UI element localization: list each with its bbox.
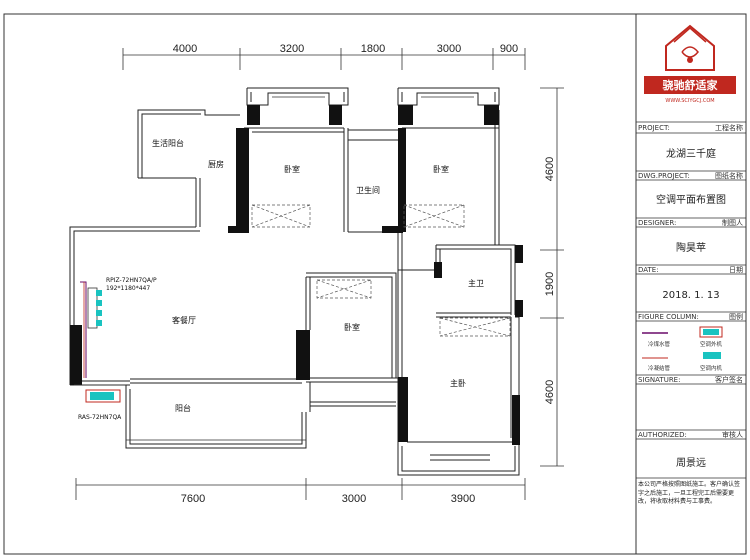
- signature-label: SIGNATURE:: [638, 376, 680, 384]
- top-dim-2: 3200: [280, 43, 304, 55]
- authorized-label: AUTHORIZED:: [638, 431, 687, 439]
- project-label: PROJECT:: [638, 124, 670, 132]
- outdoor-unit-model: RAS-72HN7QA: [78, 414, 122, 421]
- designer-label-cn: 制图人: [722, 218, 743, 227]
- legend-label-outdoor-unit: 空调外机: [700, 340, 723, 348]
- company-logo: 骁驰舒适家 WWW.SCIYGCJ.COM: [644, 24, 736, 104]
- authorized-label-cn: 审核人: [722, 430, 743, 439]
- top-dim-3: 1800: [361, 43, 385, 55]
- indoor-unit-model: RPIZ-72HN7QA/P: [106, 277, 157, 284]
- legend-swatch-indoor-unit: [703, 352, 721, 359]
- dwg-label-cn: 图纸名称: [715, 171, 743, 180]
- wall-columns: [70, 105, 523, 445]
- walls: [69, 87, 520, 476]
- room-living-dining: 客餐厅: [172, 315, 196, 325]
- room-master-bedroom: 主卧: [450, 378, 466, 388]
- right-dimensions: [540, 87, 564, 467]
- living-ac-unit: [80, 281, 102, 378]
- windows: [74, 96, 474, 441]
- logo-url: WWW.SCIYGCJ.COM: [665, 98, 714, 104]
- top-dim-5: 900: [500, 43, 518, 55]
- bottom-dim-3: 3900: [451, 493, 475, 505]
- authorized-value: 周景远: [676, 457, 706, 469]
- legend-swatch-outdoor-unit: [699, 326, 723, 338]
- dwg-label: DWG.PROJECT:: [638, 172, 690, 180]
- logo-text: 骁驰舒适家: [663, 78, 719, 92]
- room-balcony: 阳台: [175, 403, 191, 413]
- project-value: 龙湖三千庭: [666, 147, 716, 160]
- legend-label-refrigerant-pipe: 冷煤水管: [648, 340, 671, 348]
- room-kitchen: 厨房: [208, 159, 224, 169]
- date-label-cn: 日期: [729, 266, 743, 274]
- date-label: DATE:: [638, 266, 659, 274]
- drawing-frame: [3, 13, 747, 555]
- right-dim-3: 4600: [544, 380, 556, 404]
- room-bedroom-top: 卧室: [284, 164, 300, 174]
- room-bedroom-right: 卧室: [433, 164, 449, 174]
- figure-label-cn: 图例: [729, 312, 743, 321]
- signature-label-cn: 客户签名: [715, 375, 743, 384]
- ac-indoor-units: [251, 204, 511, 337]
- bottom-dim-1: 7600: [181, 493, 205, 505]
- designer-value: 陶昊苹: [676, 241, 706, 254]
- figure-label: FIGURE COLUMN:: [638, 313, 699, 321]
- top-dim-4: 3000: [437, 43, 461, 55]
- outdoor-ac-unit: [85, 389, 121, 403]
- project-label-cn: 工程名称: [715, 123, 743, 132]
- top-dimensions: [122, 48, 526, 70]
- room-master-bath: 主卫: [468, 278, 484, 288]
- room-utility-balcony: 生活阳台: [152, 138, 184, 148]
- title-block: [636, 121, 746, 479]
- indoor-unit-size: 192*1180*447: [106, 285, 150, 292]
- title-block-note: 本公司严格按照图纸施工。客户确认签字之后施工，一旦工程完工后需要更改，将收取材料…: [638, 481, 741, 505]
- top-dim-1: 4000: [173, 43, 197, 55]
- date-value: 2018. 1. 13: [662, 290, 719, 301]
- room-bedroom-mid: 卧室: [344, 322, 360, 332]
- dwg-value: 空调平面布置图: [656, 193, 726, 206]
- legend-label-indoor-unit: 空调内机: [700, 364, 723, 372]
- room-bathroom: 卫生间: [356, 185, 380, 195]
- designer-label: DESIGNER:: [638, 219, 676, 227]
- legend-label-condensate-pipe: 冷凝结管: [648, 364, 671, 372]
- bottom-dim-2: 3000: [342, 493, 366, 505]
- right-dim-2: 1900: [544, 272, 556, 296]
- legend: 冷煤水管 空调外机 冷凝结管 空调内机: [642, 326, 723, 372]
- right-dim-1: 4600: [544, 157, 556, 181]
- bottom-dimensions: [75, 478, 526, 500]
